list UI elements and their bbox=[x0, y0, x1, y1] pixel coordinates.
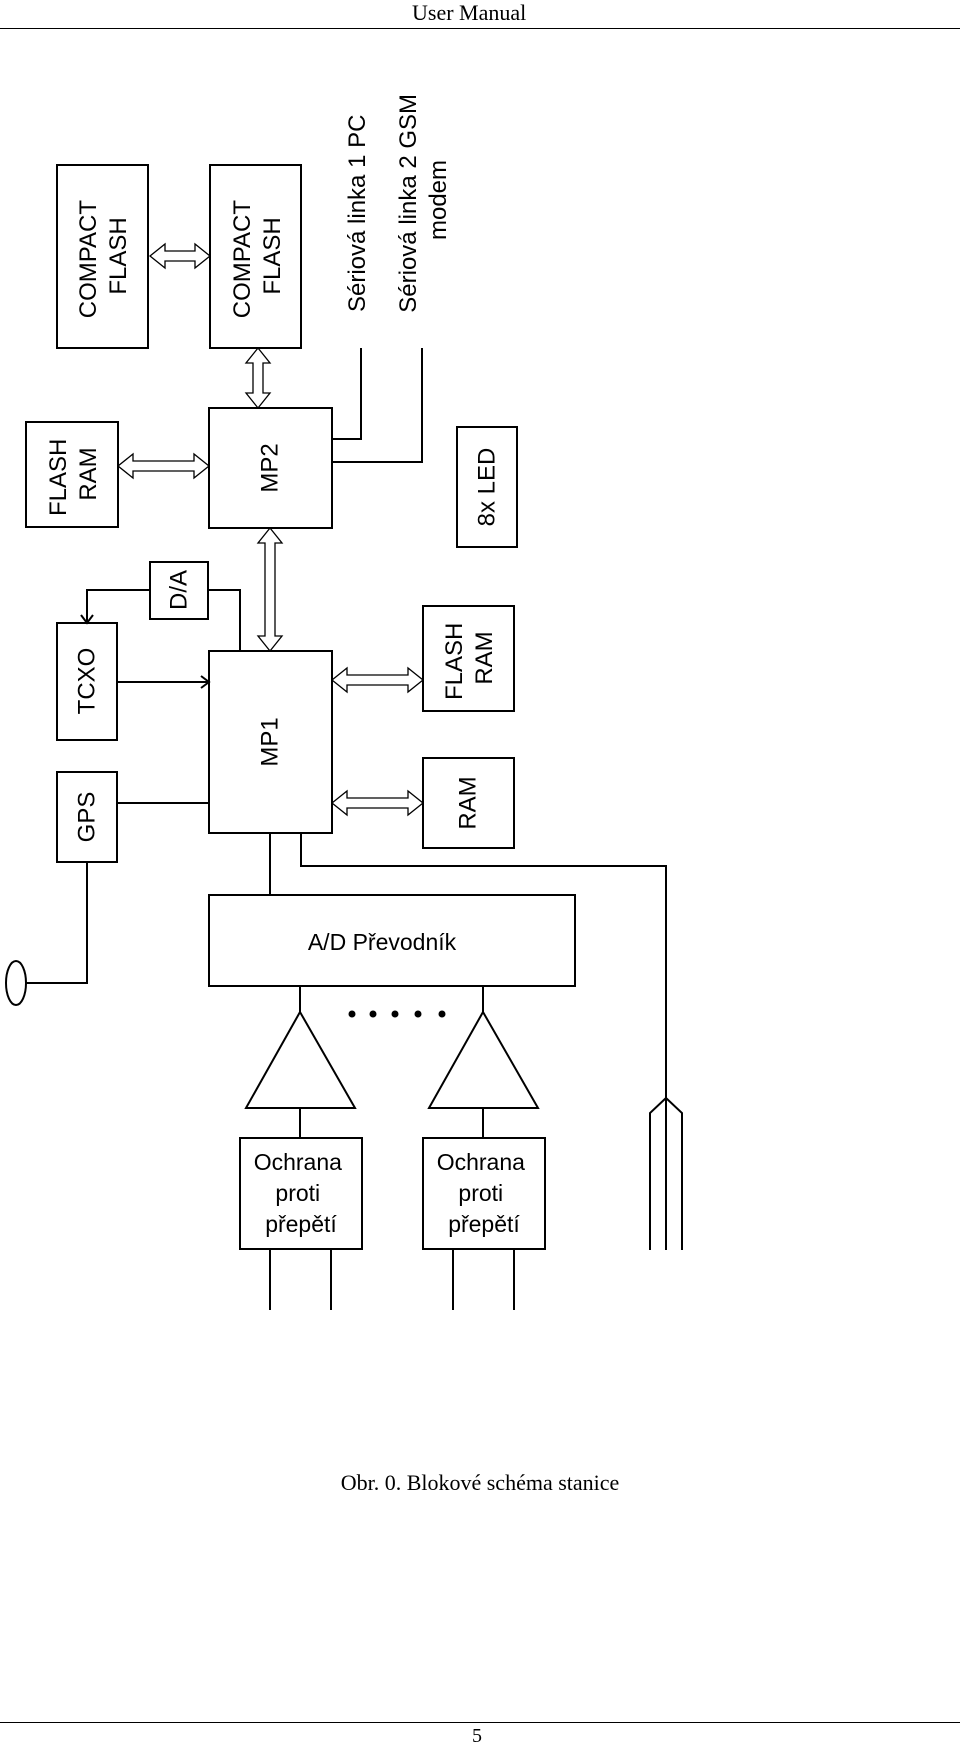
led-label: 8x LED bbox=[474, 448, 501, 527]
amplifier-2 bbox=[427, 1009, 540, 1109]
arrow-compact-flash-link bbox=[148, 242, 212, 270]
arrowhead-tcxo-mp1 bbox=[200, 675, 211, 689]
arrow-mp2-compact-flash bbox=[244, 346, 272, 410]
tcxo-label: TCXO bbox=[74, 648, 101, 715]
ellipsis-dot bbox=[369, 1010, 377, 1018]
protection-2-label: Ochrana proti přepětí bbox=[437, 1149, 532, 1237]
ellipsis-dot bbox=[438, 1010, 446, 1018]
led-block bbox=[456, 426, 518, 548]
ram-label: RAM bbox=[455, 776, 482, 829]
serial-2-line bbox=[332, 348, 423, 463]
footer-rule bbox=[0, 1722, 960, 1723]
serial-1-label: Sériová linka 1 PC bbox=[344, 115, 371, 312]
flash-ram-top-block bbox=[25, 421, 119, 528]
sensor-fork-left bbox=[649, 1097, 667, 1250]
mp1-sensor-line bbox=[300, 833, 667, 1098]
figure-caption: Obr. 0. Blokové schéma stanice bbox=[340, 1470, 620, 1495]
compact-flash-1-block bbox=[56, 164, 149, 349]
arrow-mp1-flash-ram bbox=[330, 666, 425, 694]
mp1-label: MP1 bbox=[257, 717, 284, 766]
gps-antenna-line bbox=[26, 862, 88, 984]
flash-ram-top-label: FLASH RAM bbox=[45, 432, 102, 516]
da-mp1-line bbox=[208, 589, 241, 651]
da-label: D/A bbox=[166, 570, 193, 610]
serial-2-label: Sériová linka 2 GSM modem bbox=[395, 87, 452, 312]
ad-block bbox=[208, 894, 576, 987]
da-tcxo-line bbox=[86, 589, 150, 623]
flash-ram-bottom-block bbox=[422, 605, 515, 712]
flash-ram-bottom-label: FLASH RAM bbox=[441, 616, 498, 700]
protection-1-label: Ochrana proti přepětí bbox=[254, 1149, 349, 1237]
header-rule bbox=[0, 28, 960, 29]
arrow-flash-ram-mp2 bbox=[116, 452, 211, 480]
page-header: User Manual bbox=[0, 0, 960, 29]
mp2-label: MP2 bbox=[257, 443, 284, 492]
sensor-fork-right bbox=[665, 1097, 683, 1250]
ad-label: A/D Převodník bbox=[308, 929, 457, 955]
arrowhead-da-tcxo bbox=[80, 614, 94, 625]
serial-1-line bbox=[332, 348, 362, 440]
gps-label: GPS bbox=[74, 792, 101, 843]
antenna-icon bbox=[5, 960, 27, 1006]
ellipsis-dot bbox=[348, 1010, 356, 1018]
compact-flash-1-label: COMPACT FLASH bbox=[75, 194, 132, 318]
ellipsis-dot bbox=[391, 1010, 399, 1018]
ellipsis-dot bbox=[414, 1010, 422, 1018]
compact-flash-2-label: COMPACT FLASH bbox=[229, 194, 286, 318]
arrow-mp2-mp1 bbox=[256, 526, 284, 653]
page-number: 5 bbox=[472, 1725, 482, 1747]
amplifier-1 bbox=[244, 1009, 357, 1109]
header-title: User Manual bbox=[412, 0, 527, 25]
arrow-mp1-ram bbox=[330, 789, 425, 817]
